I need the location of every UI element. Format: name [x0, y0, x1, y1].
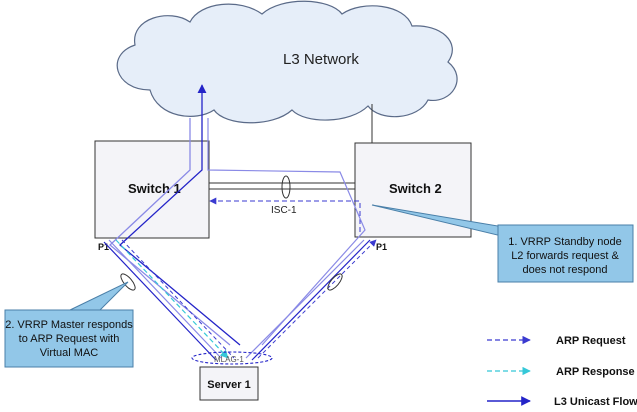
mlag-group: MLAG-1	[191, 351, 273, 365]
server-label: Server 1	[207, 379, 250, 391]
switch-2: Switch 2 P1	[354, 142, 472, 252]
legend-item-arp-request: ARP Request	[487, 335, 626, 347]
l3-network-cloud: L3 Network	[116, 0, 458, 124]
callout-master-line-1: 2. VRRP Master responds	[5, 319, 133, 331]
callout-standby: 1. VRRP Standby node L2 forwards request…	[371, 204, 634, 283]
switch2-port-label: P1	[376, 242, 387, 252]
switch2-label: Switch 2	[389, 181, 442, 196]
legend-item-arp-response: ARP Response	[487, 366, 635, 378]
callout-standby-line-1: 1. VRRP Standby node	[508, 236, 622, 248]
link-switch2-server	[245, 239, 377, 361]
isc-link: ISC-1	[209, 175, 355, 216]
switch1-label: Switch 1	[128, 181, 181, 196]
switch-1: Switch 1 P1	[94, 140, 210, 252]
callout-master-line-2: to ARP Request with	[19, 333, 120, 345]
legend-label-arp-request: ARP Request	[556, 335, 626, 347]
legend-item-l3-unicast: L3 Unicast Flow t	[487, 396, 637, 408]
isc-label: ISC-1	[271, 205, 297, 216]
server-1: Server 1	[199, 366, 259, 401]
callout-standby-line-3: does not respond	[522, 264, 607, 276]
mlag-label: MLAG-1	[214, 355, 244, 364]
legend-label-l3-unicast: L3 Unicast Flow t	[554, 396, 637, 408]
cloud-label: L3 Network	[283, 51, 359, 68]
arp-request-isc-path	[209, 197, 361, 232]
switch1-port-label: P1	[98, 242, 109, 252]
legend: ARP Request ARP Response L3 Unicast Flow…	[487, 335, 637, 408]
legend-label-arp-response: ARP Response	[556, 366, 635, 378]
callout-master: 2. VRRP Master responds to ARP Request w…	[4, 281, 134, 368]
callout-master-line-3: Virtual MAC	[40, 347, 99, 359]
l3-flow-up-path-dark	[119, 84, 241, 346]
l3-flow-up-path	[109, 118, 231, 346]
callout-standby-line-2: L2 forwards request &	[511, 250, 619, 262]
l3-flow-switch-to-switch2	[207, 118, 366, 346]
